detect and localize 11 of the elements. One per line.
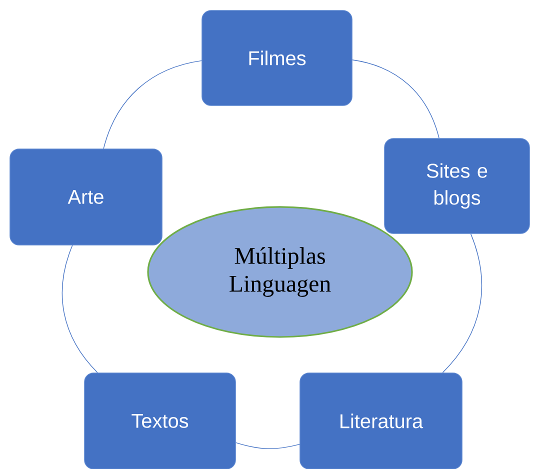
rounded-box: Arte <box>10 148 162 246</box>
rounded-box: Textos <box>84 372 236 469</box>
rounded-box: Sites e blogs <box>384 138 530 234</box>
rounded-box: Literatura <box>300 372 462 469</box>
arc-connector <box>103 60 202 149</box>
arc-connector <box>62 245 98 373</box>
arc-connector <box>352 60 440 138</box>
arc-connector <box>236 442 300 450</box>
ellipse-node: Múltiplas Linguagen <box>147 206 413 338</box>
arc-connector <box>442 234 482 373</box>
rounded-box: Filmes <box>202 10 352 106</box>
